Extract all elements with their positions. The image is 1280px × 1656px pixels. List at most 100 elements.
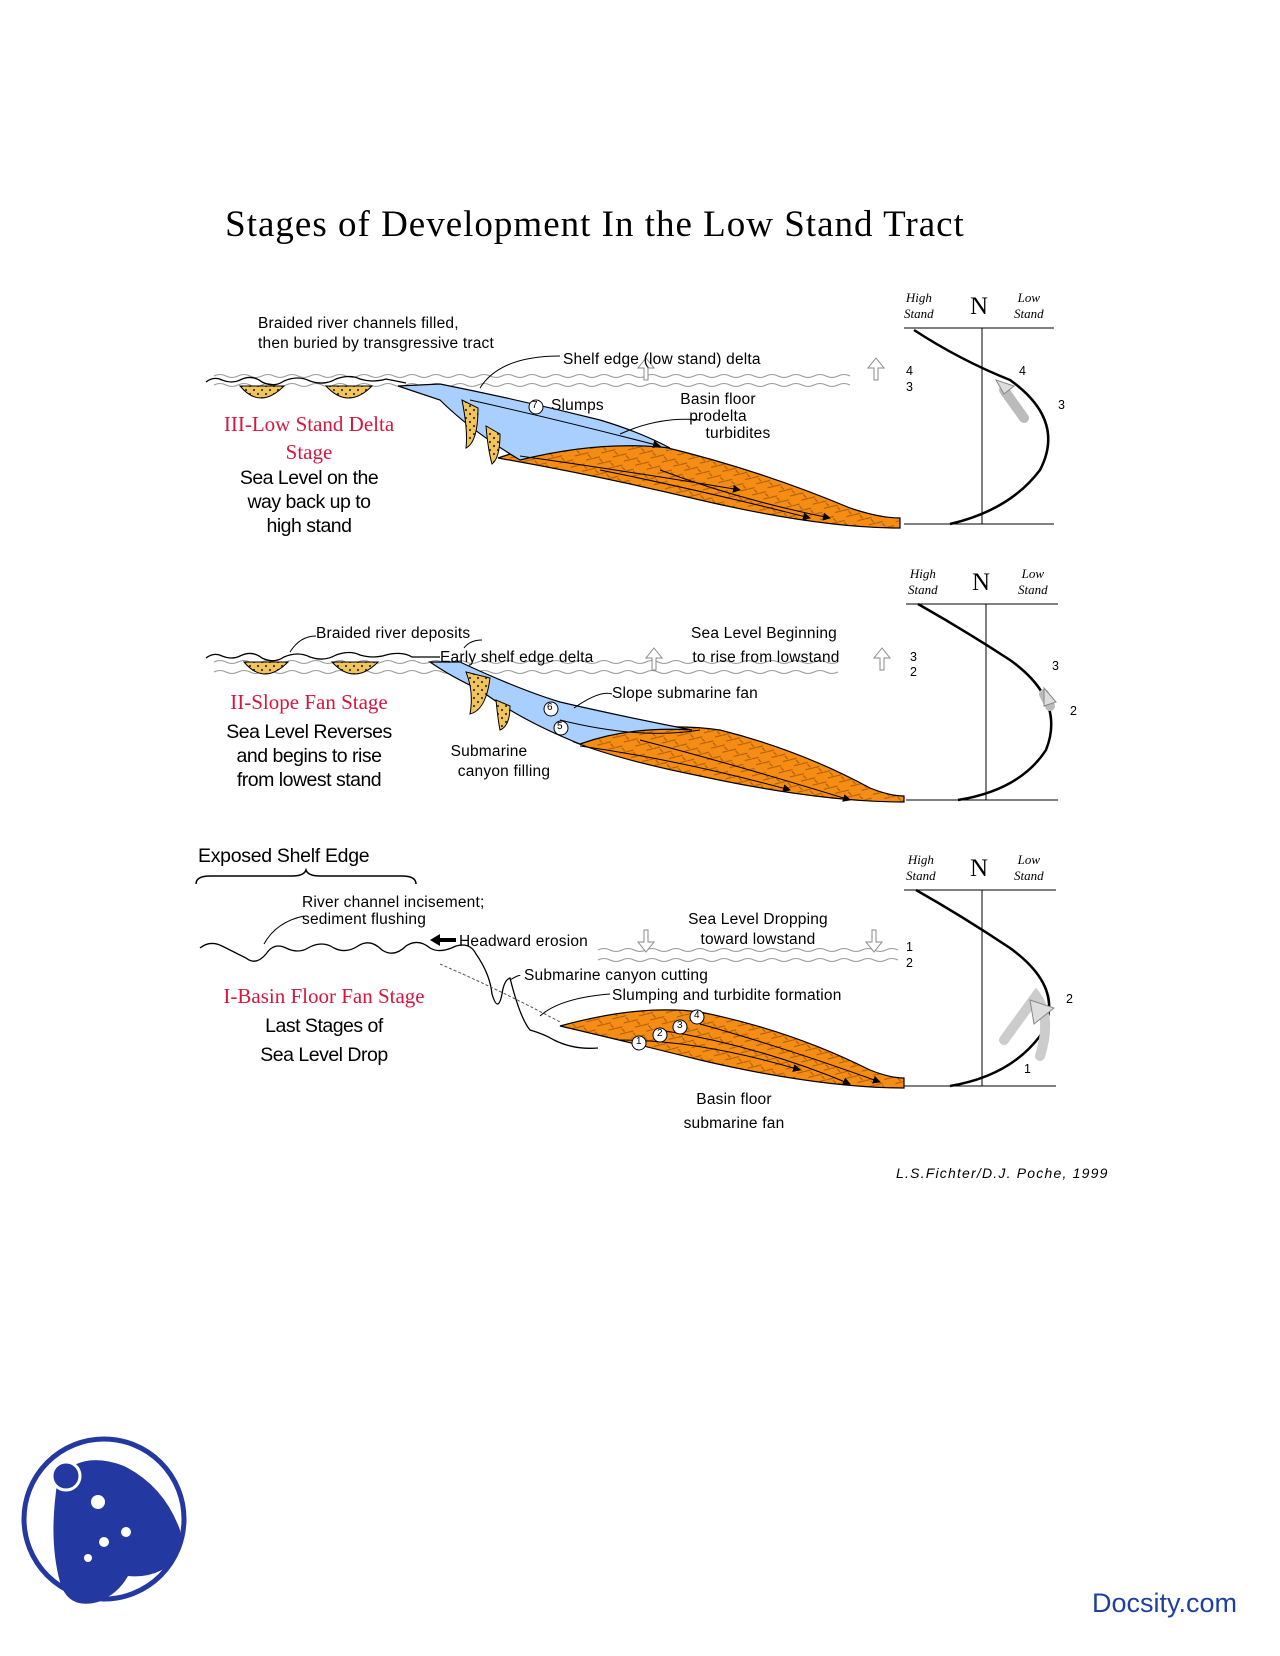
- stage2-circle-5: [553, 720, 569, 736]
- stage2-early-delta-label: Early shelf edge delta: [440, 649, 594, 666]
- stage2-slope-fan-label: Slope submarine fan: [612, 685, 758, 702]
- stage1-canyon-cut-label: Submarine canyon cutting: [524, 967, 709, 984]
- docsity-logo: [21, 1436, 187, 1604]
- stage3-title-line1: III-Low Stand Delta: [223, 412, 395, 436]
- stage1-incise-label: River channel incisement; sediment flush…: [302, 894, 484, 928]
- stage3-low-word: Low: [1017, 290, 1041, 305]
- credit-label: L.S.Fichter/D.J. Poche, 1999: [896, 1165, 1109, 1181]
- stage1-fall-arrow: [636, 929, 656, 953]
- stage2-sea-label: Sea Level Beginning to rise from lowstan…: [664, 624, 864, 668]
- stage2-desc-line2: and begins to rise: [236, 745, 382, 767]
- stage3-desc-line2: way back up to: [247, 491, 371, 513]
- stage1-curve-arrow: [999, 987, 1051, 1061]
- stage2-circle-5-label: 5: [557, 721, 563, 732]
- stage3-braided-line1: Braided river channels filled,: [258, 315, 459, 332]
- stage2-description: Sea Level Reverses and begins to rise fr…: [204, 720, 414, 792]
- stage1-desc-line2: Sea Level Drop: [260, 1044, 388, 1066]
- stage1-curve-num-2: 2: [1066, 992, 1073, 1006]
- stage3-braided-label: Braided river channels filled, then buri…: [258, 314, 494, 354]
- stage3-low-stand-label: Low Stand: [1014, 290, 1044, 322]
- stage3-title: III-Low Stand Delta Stage: [204, 410, 414, 466]
- stage3-sea-level-line-lower: [213, 383, 851, 387]
- stage3-n-label: N: [970, 293, 989, 320]
- stage1-incise-line1: River channel incisement;: [302, 894, 485, 911]
- stage3-circle-7-label: 7: [532, 400, 538, 411]
- stage1-basin-line2: submarine fan: [683, 1115, 785, 1132]
- docsity-brand-link[interactable]: Docsity.com: [1092, 1588, 1238, 1618]
- stage1-n-label: N: [970, 855, 989, 882]
- stage2-river-channel: [242, 661, 290, 675]
- stage3-canyon-fill: [485, 425, 501, 465]
- stage3-curve-arrow: [999, 385, 1029, 423]
- stage1-high-stand-label: High Stand: [906, 852, 936, 884]
- stage2-canyon-fill: [465, 671, 491, 715]
- stage3-canyon-fill: [461, 399, 479, 449]
- stage2-curve-num-3: 3: [1052, 659, 1059, 673]
- stage3-rise-arrow: [636, 357, 656, 381]
- stage3-level-4: 4: [906, 364, 913, 378]
- stage1-basin-line1: Basin floor: [696, 1091, 772, 1108]
- stage3-braided-line2: then buried by transgressive tract: [258, 335, 494, 352]
- stage2-sea-line1: Sea Level Beginning: [691, 625, 837, 642]
- exposed-shelf-brace: [195, 867, 417, 885]
- stage2-canyon-line1: Submarine: [450, 743, 528, 760]
- stage2-n-label: N: [972, 569, 991, 596]
- exposed-shelf-label: Exposed Shelf Edge: [198, 845, 370, 867]
- stage2-rise-arrow: [872, 647, 892, 671]
- stage3-basin-line3: turbidites: [705, 425, 771, 442]
- stage3-basin-label: Basin floor prodelta turbidites: [648, 390, 788, 444]
- stage1-circle-3-label: 3: [677, 1020, 683, 1031]
- stage1-circle-4-label: 4: [694, 1010, 700, 1021]
- stage2-land-profile: [205, 651, 440, 662]
- stage1-sea-level-line-lower: [597, 958, 899, 962]
- stage2-desc-line3: from lowest stand: [236, 769, 382, 791]
- stage3-desc-line1: Sea Level on the: [239, 467, 379, 489]
- stage1-stand-word-low: Stand: [1014, 868, 1044, 883]
- stage1-sea-label: Sea Level Dropping toward lowstand: [658, 910, 858, 950]
- stage2-canyon-line2: canyon filling: [457, 763, 551, 780]
- stage1-circle-3: [672, 1019, 688, 1035]
- stage2-desc-line1: Sea Level Reverses: [226, 721, 392, 743]
- stage1-description: Last Stages of Sea Level Drop: [204, 1012, 444, 1070]
- stage1-circle-2-label: 2: [657, 1028, 663, 1039]
- stage3-high-stand-label: High Stand: [904, 290, 934, 322]
- stage3-stand-word-low: Stand: [1014, 306, 1044, 321]
- stage2-canyon-fill: [495, 699, 511, 731]
- stage1-level-2: 2: [906, 956, 913, 970]
- stage2-rise-arrow: [644, 647, 664, 671]
- stage2-stand-word: Stand: [908, 582, 938, 597]
- stage3-circle-7: [528, 399, 544, 415]
- stage1-incise-line2: sediment flushing: [302, 911, 427, 928]
- stage3-basin-line2: prodelta: [689, 408, 747, 425]
- stage2-high-stand-label: High Stand: [908, 566, 938, 598]
- stage3-basin-line1: Basin floor: [680, 391, 756, 408]
- stage1-curve-num-1: 1: [1024, 1062, 1031, 1076]
- stage2-curve-arrow: [1043, 686, 1057, 707]
- stage3-rise-arrow: [866, 357, 886, 381]
- stage1-stand-word: Stand: [906, 868, 936, 883]
- stage1-circle-2: [652, 1027, 668, 1043]
- stage1-fall-arrow: [864, 929, 884, 953]
- stage1-high-word: High: [907, 852, 934, 867]
- stage1-circle-4: [689, 1009, 705, 1025]
- stage2-circle-6-label: 6: [547, 702, 553, 713]
- stage1-basin-fan: [559, 1009, 905, 1089]
- stage1-land-profile: [199, 941, 599, 1049]
- stage2-canyon-label: Submarine canyon filling: [434, 742, 574, 782]
- stage3-slumps-label: Slumps: [551, 397, 604, 414]
- stage2-river-channel: [330, 661, 380, 675]
- stage1-low-stand-label: Low Stand: [1014, 852, 1044, 884]
- stage2-stand-word-low: Stand: [1018, 582, 1048, 597]
- headward-arrow: [430, 934, 456, 946]
- stage2-level-2: 2: [910, 665, 917, 679]
- stage3-sea-level-line: [213, 374, 851, 378]
- stage2-sea-line2: to rise from lowstand: [692, 649, 840, 666]
- stage1-circle-1: [631, 1035, 647, 1051]
- stage3-curve-num-4: 4: [1019, 364, 1026, 378]
- stage1-sea-level-curve: [915, 888, 1051, 1088]
- stage2-title: II-Slope Fan Stage: [230, 690, 388, 714]
- stage2-low-stand-label: Low Stand: [1018, 566, 1048, 598]
- stage3-curve-num-3: 3: [1058, 398, 1065, 412]
- stage3-shelf-edge-label: Shelf edge (low stand) delta: [563, 351, 761, 368]
